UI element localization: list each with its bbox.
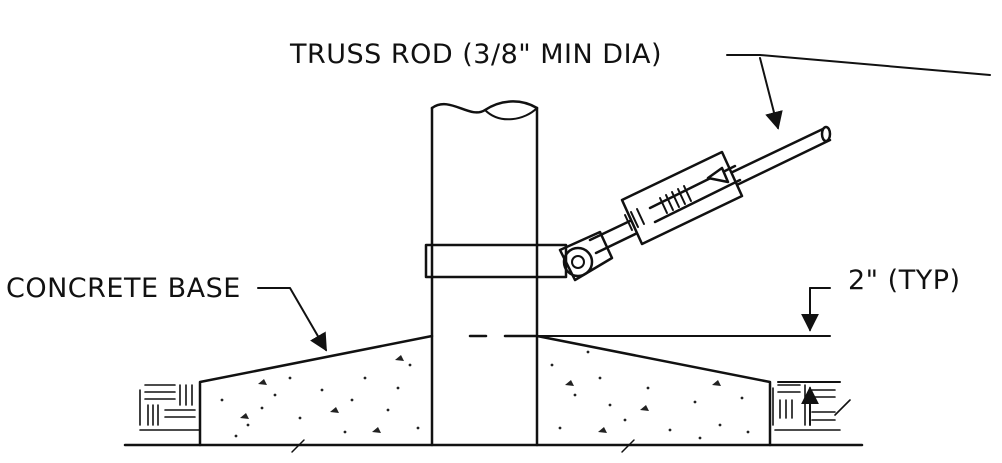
eye-connector: [558, 230, 614, 282]
concrete-stipple-left: [220, 355, 420, 438]
leader-truss-rod-arrow: [759, 57, 783, 130]
pavement-hatch-right: [772, 384, 851, 431]
break-mark-left: [291, 439, 305, 453]
clamp-band: [424, 243, 568, 279]
concrete-stipple-right: [550, 350, 750, 440]
concrete-base: [198, 334, 772, 447]
label-concrete-base: CONCRETE BASE: [6, 273, 241, 304]
break-mark-right: [621, 439, 635, 453]
label-truss-rod: TRUSS ROD (3/8" MIN DIA): [289, 39, 662, 70]
dimension-2in: [536, 287, 841, 426]
turnbuckle: [588, 125, 832, 255]
leader-truss-rod: [726, 54, 991, 76]
label-dimension: 2" (TYP): [848, 265, 961, 296]
pavement-hatch-left: [139, 384, 201, 431]
leader-concrete-base: [257, 287, 327, 352]
